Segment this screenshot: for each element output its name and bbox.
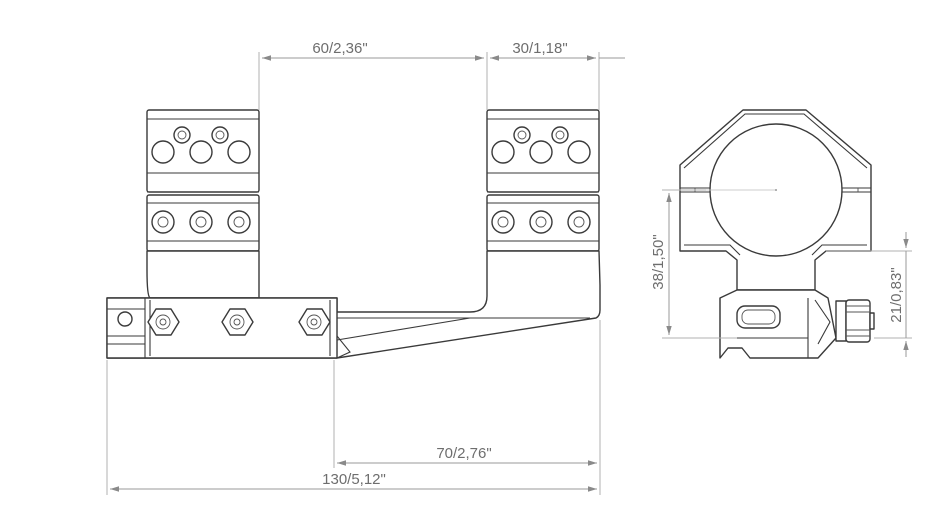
- left-ring: [146, 109, 260, 299]
- ring-spacing-label: 60/2,36": [312, 40, 367, 57]
- offset-label: 70/2,76": [436, 445, 491, 462]
- right-ring: [486, 109, 600, 252]
- center-height-label: 38/1,50": [650, 234, 667, 289]
- side-view: 60/2,36" 30/1,18" 70/2,76" 130/5,12": [106, 40, 625, 495]
- dimension-base-height: 21/0,83": [826, 232, 912, 357]
- dimension-ring-spacing: 60/2,36": [258, 40, 488, 110]
- base-height-label: 21/0,83": [888, 267, 905, 322]
- overall-length-label: 130/5,12": [322, 471, 386, 488]
- base-screw-1: [147, 308, 180, 336]
- base-screw-2: [221, 308, 254, 336]
- dimension-offset: 70/2,76": [333, 320, 601, 495]
- base-screw-3: [298, 308, 331, 336]
- dimension-ring-width: 30/1,18": [490, 40, 625, 110]
- clamp-knob: [835, 299, 875, 343]
- dimension-center-height: 38/1,50": [650, 189, 737, 339]
- dimension-overall-length: 130/5,12": [106, 360, 597, 495]
- front-view: 38/1,50" 21/0,83": [650, 109, 912, 359]
- ring-width-label: 30/1,18": [512, 40, 567, 57]
- mount-body: [106, 250, 601, 359]
